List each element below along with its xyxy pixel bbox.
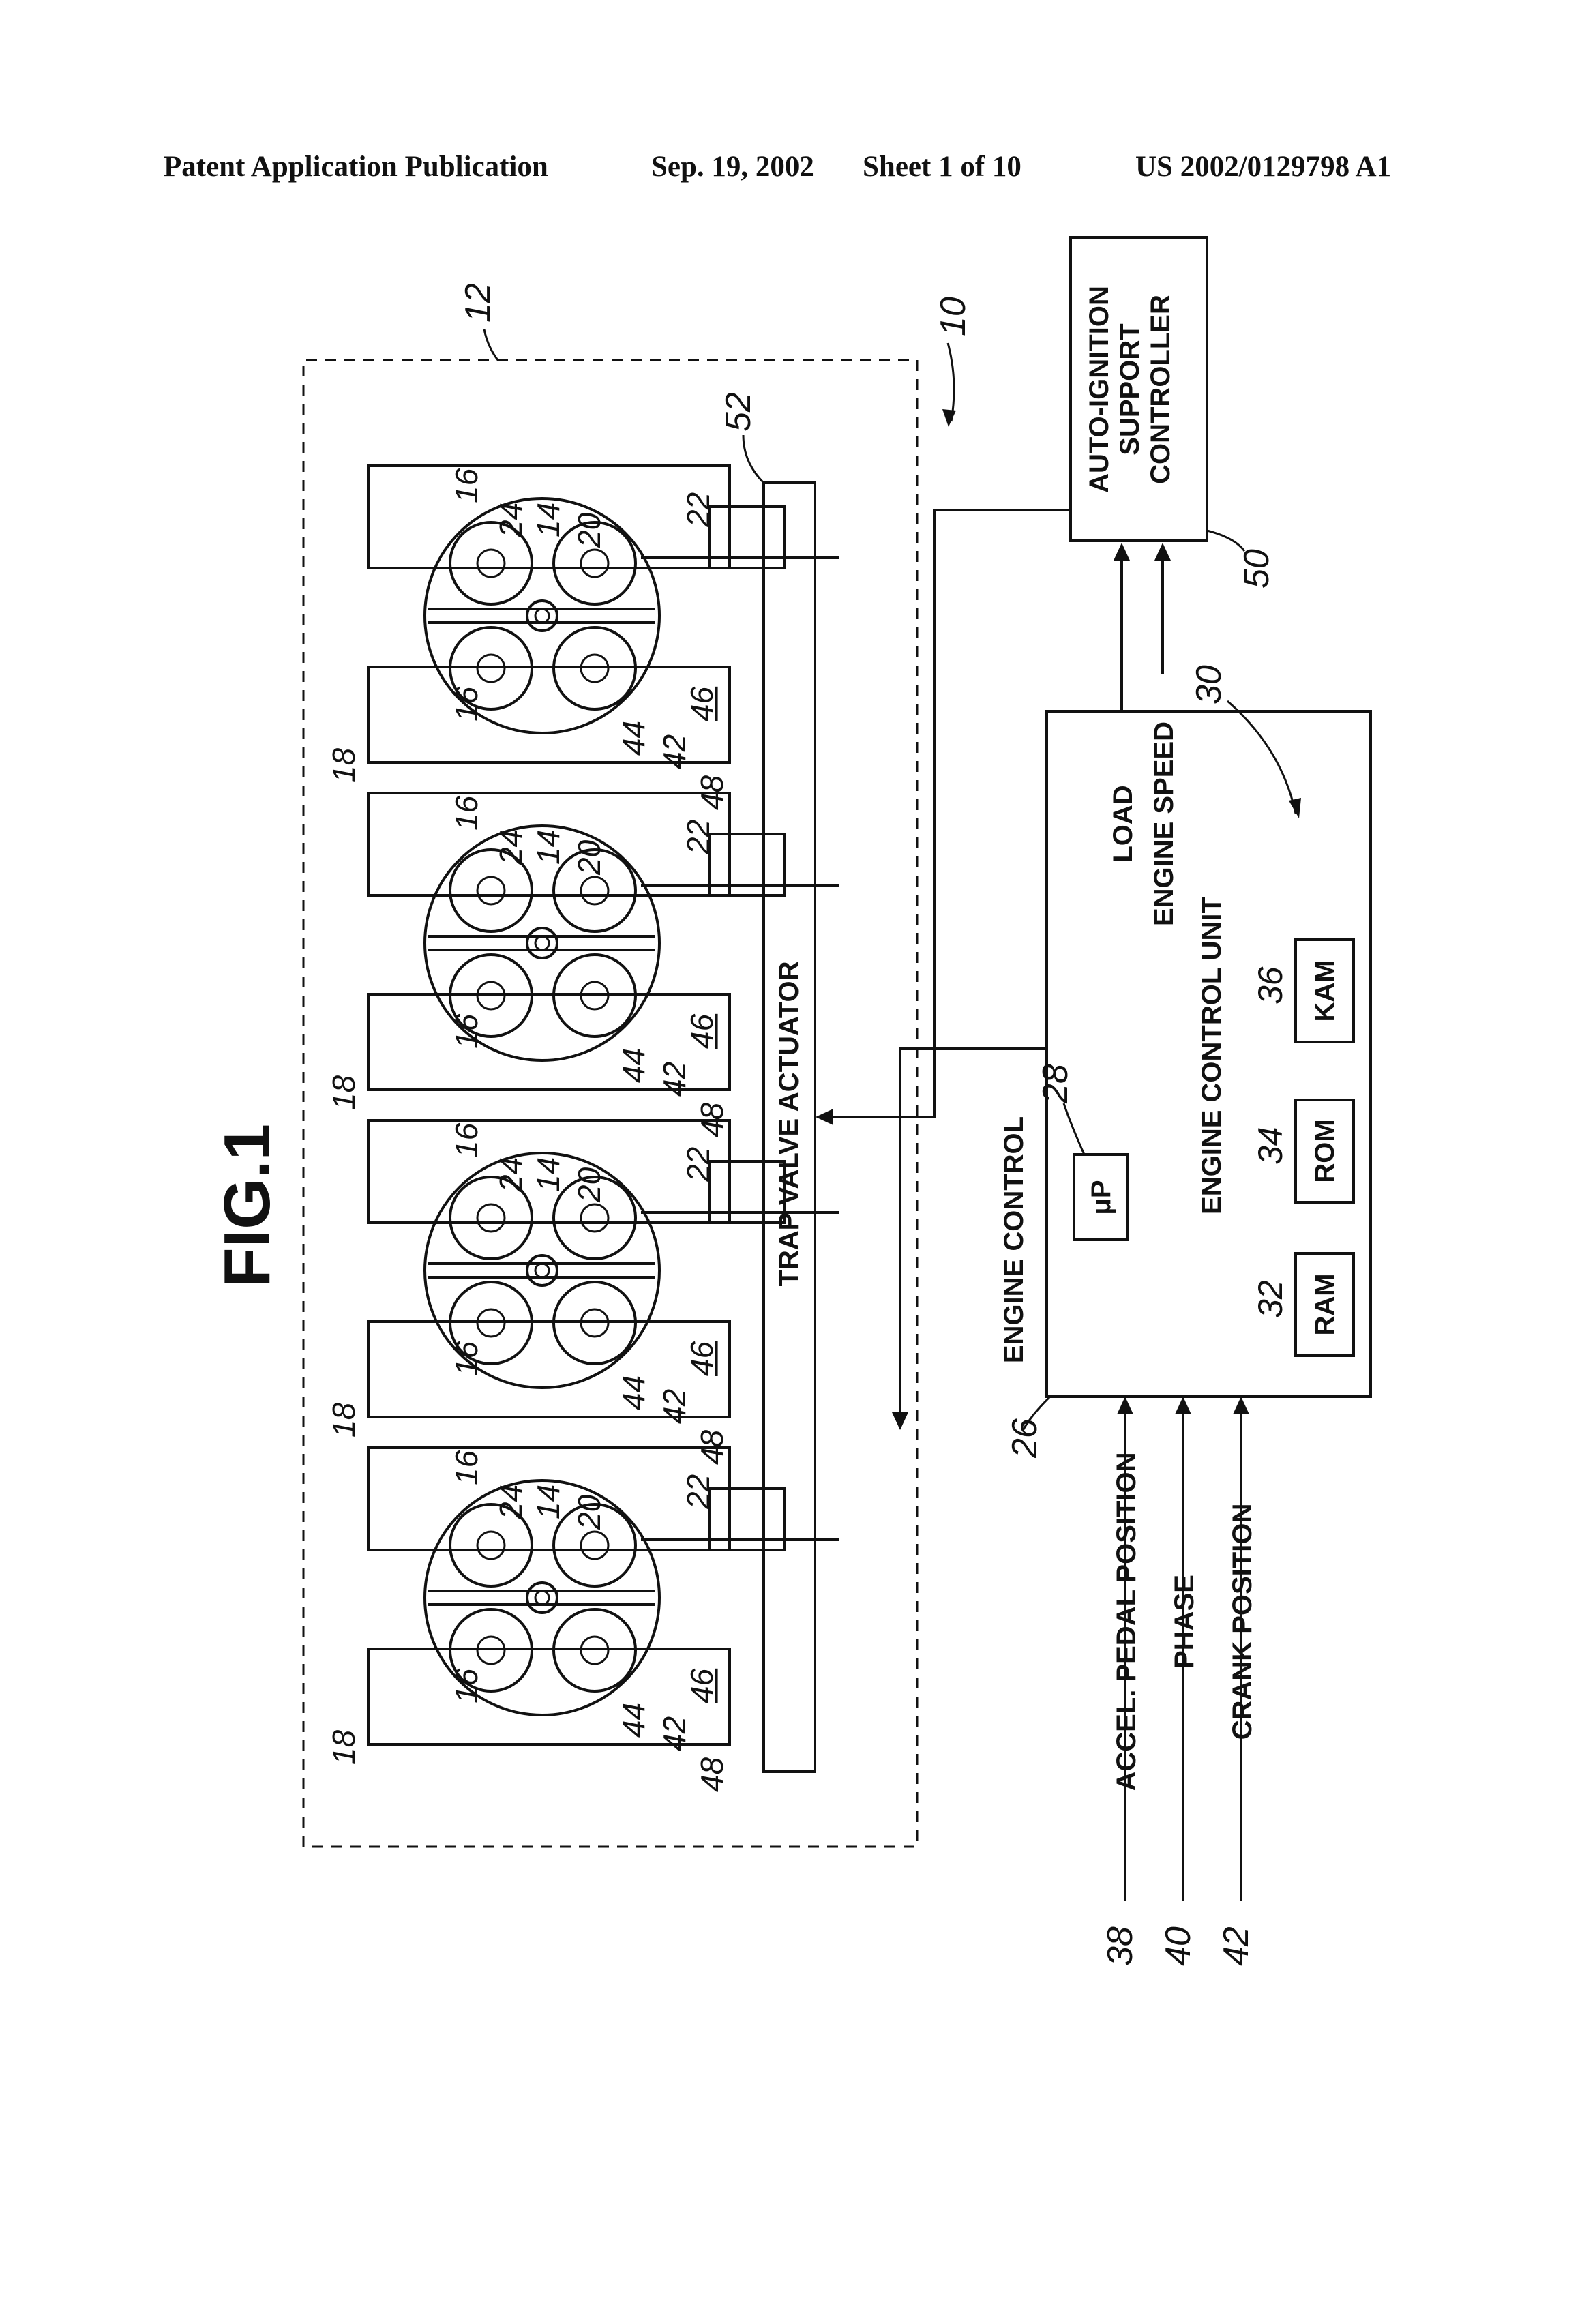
kam-label: KAM (1310, 959, 1340, 1022)
system-ref-leader (948, 343, 954, 421)
accel-pedal-arrowhead (1117, 1397, 1133, 1414)
svg-text:14: 14 (531, 503, 566, 537)
svg-text:42: 42 (657, 1389, 692, 1424)
svg-text:22: 22 (681, 1474, 716, 1510)
ecu-group-ref-arrowhead (1289, 798, 1301, 818)
microprocessor-ref: 28 (1036, 1064, 1075, 1104)
engine-ref-leader (484, 329, 498, 360)
controller-ref-leader (1207, 531, 1244, 551)
cylinder-4-refs: 18 16 16 24 14 20 22 44 42 48 46 (326, 468, 730, 810)
cylinder-2 (368, 1120, 839, 1417)
auto-ignition-line-3: CONTROLLER (1146, 295, 1176, 484)
svg-text:14: 14 (531, 1485, 566, 1519)
svg-text:24: 24 (493, 1157, 528, 1193)
svg-text:18: 18 (326, 1075, 361, 1110)
svg-text:44: 44 (616, 1048, 651, 1083)
svg-text:16: 16 (449, 686, 484, 721)
svg-text:48: 48 (694, 775, 730, 810)
microprocessor-label: μP (1086, 1180, 1116, 1215)
svg-text:16: 16 (449, 1013, 484, 1049)
rom-label: ROM (1310, 1119, 1340, 1182)
cylinder-2-refs: 18 16 16 24 14 20 22 44 42 48 46 (326, 1122, 730, 1465)
cylinder-4 (368, 466, 839, 762)
phase-label: PHASE (1169, 1575, 1199, 1669)
svg-text:18: 18 (326, 1729, 361, 1765)
ecu-group-ref-leader (1227, 701, 1296, 814)
actuator-ref-leader (743, 435, 764, 483)
figure-title: FIG.1 (211, 1124, 284, 1287)
cylinder-3 (368, 793, 839, 1090)
svg-text:20: 20 (571, 512, 607, 548)
svg-text:42: 42 (657, 1062, 692, 1097)
accel-pedal-ref: 38 (1101, 1926, 1140, 1966)
trap-valve-actuator-label: TRAP VALVE ACTUATOR (774, 961, 804, 1286)
svg-text:44: 44 (616, 1375, 651, 1410)
svg-text:46: 46 (684, 1341, 719, 1376)
ecu-group-ref: 30 (1189, 665, 1229, 704)
svg-text:46: 46 (684, 1013, 719, 1049)
ram-label: RAM (1310, 1273, 1340, 1335)
svg-text:48: 48 (694, 1429, 730, 1465)
svg-text:46: 46 (684, 686, 719, 721)
svg-text:16: 16 (449, 1341, 484, 1376)
phase-arrowhead (1175, 1397, 1191, 1414)
svg-text:14: 14 (531, 1157, 566, 1192)
svg-text:42: 42 (657, 1716, 692, 1751)
engine-control-label: ENGINE CONTROL (999, 1116, 1029, 1363)
engine-boundary (303, 360, 917, 1847)
ecu-label: ENGINE CONTROL UNIT (1197, 897, 1227, 1215)
crank-position-ref: 42 (1217, 1926, 1256, 1966)
load-arrowhead (1114, 543, 1130, 561)
svg-text:46: 46 (684, 1668, 719, 1703)
svg-text:22: 22 (681, 1147, 716, 1182)
svg-text:44: 44 (616, 1703, 651, 1738)
microprocessor-ref-leader (1064, 1103, 1084, 1154)
rom-ref: 34 (1251, 1127, 1289, 1165)
actuator-ref: 52 (719, 392, 758, 432)
engine-ref: 12 (458, 283, 498, 323)
svg-text:16: 16 (449, 1450, 484, 1485)
auto-ignition-line-2: SUPPORT (1115, 323, 1145, 455)
svg-text:18: 18 (326, 747, 361, 783)
svg-text:24: 24 (493, 503, 528, 538)
svg-text:22: 22 (681, 820, 716, 855)
svg-text:48: 48 (694, 1757, 730, 1792)
svg-text:16: 16 (449, 468, 484, 503)
svg-text:44: 44 (616, 721, 651, 756)
load-label: LOAD (1108, 785, 1138, 862)
engine-control-arrowhead (892, 1412, 908, 1430)
svg-text:20: 20 (571, 1494, 607, 1530)
ram-ref: 32 (1251, 1280, 1289, 1318)
cylinder-1-refs: 18 16 16 24 14 20 22 44 42 48 46 (326, 1450, 730, 1792)
controller-ref: 50 (1237, 549, 1277, 589)
svg-text:42: 42 (657, 734, 692, 769)
kam-ref: 36 (1251, 966, 1289, 1004)
svg-text:16: 16 (449, 1122, 484, 1158)
svg-text:18: 18 (326, 1402, 361, 1437)
svg-text:14: 14 (531, 830, 566, 865)
cylinder-3-refs: 18 16 16 24 14 20 22 44 42 48 46 (326, 795, 730, 1137)
system-ref-arrowhead (942, 409, 956, 427)
cylinder-1 (368, 1448, 839, 1744)
system-ref: 10 (934, 297, 973, 336)
svg-text:22: 22 (681, 492, 716, 528)
svg-text:20: 20 (571, 839, 607, 876)
crank-position-label: CRANK POSITION (1227, 1504, 1257, 1740)
accel-pedal-label: ACCEL. PEDAL POSITION (1111, 1452, 1141, 1791)
controller-to-actuator-arrowhead (816, 1109, 833, 1125)
svg-text:24: 24 (493, 1485, 528, 1520)
svg-text:20: 20 (571, 1167, 607, 1203)
svg-text:48: 48 (694, 1102, 730, 1137)
engine-speed-label: ENGINE SPEED (1149, 721, 1179, 926)
engine-speed-arrowhead (1154, 543, 1171, 561)
svg-text:16: 16 (449, 1668, 484, 1703)
svg-text:24: 24 (493, 830, 528, 865)
phase-ref: 40 (1159, 1926, 1198, 1966)
ecu-ref: 26 (1005, 1418, 1045, 1459)
auto-ignition-line-1: AUTO-IGNITION (1084, 286, 1114, 493)
svg-text:16: 16 (449, 795, 484, 831)
controller-to-actuator-line (822, 510, 1071, 1117)
crank-position-arrowhead (1233, 1397, 1249, 1414)
